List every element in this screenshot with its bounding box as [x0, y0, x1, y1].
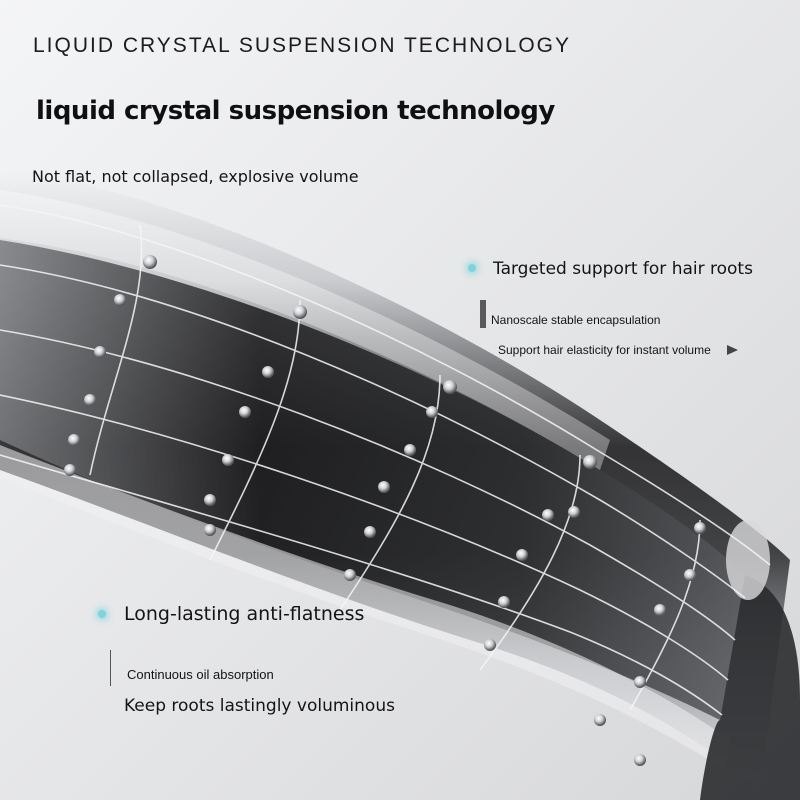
feature-detail: Support hair elasticity for instant volu… — [498, 343, 711, 357]
glow-dot-icon — [468, 264, 476, 272]
wedge-marker — [727, 345, 738, 355]
feature-detail: Keep roots lastingly voluminous — [124, 696, 395, 716]
hair-lower-highlight — [0, 445, 730, 770]
crystal-grid — [0, 204, 771, 716]
hair-cut-end — [700, 575, 800, 800]
hair-core — [0, 240, 745, 720]
page-title: liquid crystal suspension technology — [36, 96, 555, 126]
bracket-marker — [480, 300, 486, 328]
heading-uppercase: LIQUID CRYSTAL SUSPENSION TECHNOLOGY — [33, 34, 571, 57]
feature-title-root-support: Targeted support for hair roots — [493, 259, 753, 279]
crystal-beads — [64, 255, 706, 766]
feature-detail: Continuous oil absorption — [127, 667, 274, 682]
feature-detail: Nanoscale stable encapsulation — [491, 313, 661, 327]
bracket-marker — [110, 650, 111, 686]
tagline: Not flat, not collapsed, explosive volum… — [32, 167, 359, 186]
feature-title-anti-flatness: Long-lasting anti-flatness — [124, 603, 365, 625]
glow-dot-icon — [98, 610, 106, 618]
